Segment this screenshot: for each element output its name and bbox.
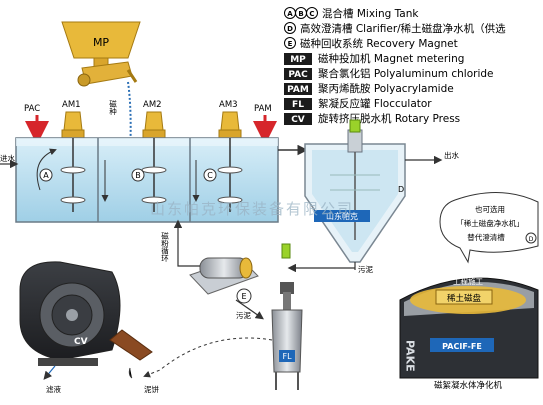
machine-sign-top: 工程施工 (453, 276, 483, 286)
clarifier: D 山东帕克 (304, 119, 406, 263)
alternative-callout: 也可选用 「稀土磁盘净水机」 替代澄清槽 D (439, 192, 539, 264)
legend-text-1: 高效澄清槽 Clarifier/稀土磁盘净水机（供选 (300, 22, 506, 35)
mixing-tank: A B C (15, 137, 279, 223)
legend-row-mp: MP 磁种投加机 Magnet metering (284, 52, 464, 65)
am2-label: AM2 (143, 100, 162, 110)
tank-b-label: B (135, 171, 141, 180)
rotary-press: CV (19, 261, 153, 366)
clarifier-sludge: 污泥 (354, 262, 373, 274)
tank-a-label: A (43, 171, 49, 180)
machine-sign: 稀土磁盘 (447, 293, 482, 304)
floc-to-press-line (143, 337, 273, 378)
cake-label: 泥饼 (144, 384, 159, 394)
tank-e-label: E (241, 292, 246, 301)
magnetic-disc-machine: 稀土磁盘 工程施工 PACIF-FE PAKE 磁絮凝水体净化机 (399, 276, 539, 391)
cv-label: CV (74, 337, 88, 347)
agitator-am2: AM2 (142, 100, 166, 139)
legend-text-0: 混合槽 Mixing Tank (322, 7, 419, 20)
svg-text:C: C (309, 10, 314, 18)
legend-text-7: 旋转挤压脱水机 Rotary Press (318, 112, 460, 125)
pam-dosing: PAM (253, 104, 277, 145)
legend-text-4: 聚合氯化铝 Polyaluminum chloride (318, 67, 494, 80)
machine-side-brand: PAKE (404, 340, 417, 372)
svg-text:D: D (287, 25, 293, 33)
filtrate-label: 滤液 (46, 384, 61, 394)
svg-text:B: B (298, 10, 303, 18)
legend-text-5: 聚丙烯酰胺 Polyacrylamide (318, 82, 454, 95)
agitator-am3: AM3 (218, 100, 242, 139)
sludge-label-1: 污泥 (358, 265, 373, 274)
cake-output: 泥饼 (128, 367, 159, 394)
magnet-recovery-drum: E (189, 257, 259, 304)
svg-text:PAM: PAM (287, 85, 309, 95)
outlet: 出水 (405, 150, 459, 165)
legend-text-6: 絮凝反应罐 Flocculator (318, 97, 432, 110)
legend-text-2: 磁种回收系统 Recovery Magnet (300, 37, 458, 50)
machine-caption: 磁絮凝水体净化机 (434, 380, 503, 391)
magnet-cycle-pipe: 磁粉循环 (160, 219, 355, 273)
callout-line2: 「稀土磁盘净水机」 (456, 218, 524, 228)
legend-row-clarifier: D 高效澄清槽 Clarifier/稀土磁盘净水机（供选 (284, 22, 506, 35)
flocculator: FL (271, 282, 303, 390)
am3-label: AM3 (219, 100, 238, 110)
machine-brand: PACIF-FE (442, 342, 482, 351)
legend-row-recovery: E 磁种回收系统 Recovery Magnet (284, 37, 458, 50)
inlet-label: 进水 (0, 153, 15, 163)
sludge-to-flocculator: 污泥 (235, 299, 264, 320)
legend-row-pam: PAM 聚丙烯酰胺 Polyacrylamide (284, 82, 454, 95)
legend-row-pac: PAC 聚合氯化铝 Polyaluminum chloride (284, 67, 494, 80)
magnet-cycle-label: 磁粉循环 (160, 231, 169, 263)
pac-label: PAC (24, 104, 40, 114)
filtrate-output: 滤液 (43, 365, 61, 394)
tank-c-label: C (207, 171, 213, 180)
company-badge (314, 210, 370, 222)
svg-text:PAC: PAC (288, 70, 308, 80)
magnet-feed-label: 磁种 (108, 99, 117, 117)
svg-text:FL: FL (292, 100, 304, 110)
svg-text:D: D (529, 236, 534, 243)
svg-text:MP: MP (290, 55, 306, 65)
svg-text:A: A (287, 10, 293, 18)
legend: A B C 混合槽 Mixing Tank D 高效澄清槽 Clarifier/… (284, 7, 506, 125)
watermark: 山东帕克环保装备有限公司 (150, 200, 354, 218)
outlet-label: 出水 (444, 150, 459, 160)
legend-text-3: 磁种投加机 Magnet metering (318, 52, 464, 65)
magnet-metering-hopper: MP (61, 21, 141, 87)
legend-row-fl: FL 絮凝反应罐 Flocculator (284, 97, 432, 110)
inlet: 进水 (0, 153, 19, 169)
legend-row-mixing: A B C 混合槽 Mixing Tank (284, 7, 419, 20)
tank-d-label: D (398, 185, 404, 194)
sludge-label-2: 污泥 (236, 311, 251, 320)
agitator-am1: AM1 (61, 100, 85, 139)
fl-label: FL (282, 352, 292, 361)
pac-dosing: PAC (24, 104, 49, 145)
mp-label: MP (93, 36, 109, 49)
legend-row-cv: CV 旋转挤压脱水机 Rotary Press (284, 112, 460, 125)
svg-text:E: E (288, 40, 293, 48)
pam-label: PAM (254, 104, 272, 114)
svg-text:CV: CV (291, 115, 305, 125)
am1-label: AM1 (62, 100, 81, 110)
callout-line1: 也可选用 (475, 204, 505, 214)
company-badge-text: 山东帕克 (326, 211, 358, 221)
callout-line3: 替代澄清槽 (467, 232, 505, 242)
